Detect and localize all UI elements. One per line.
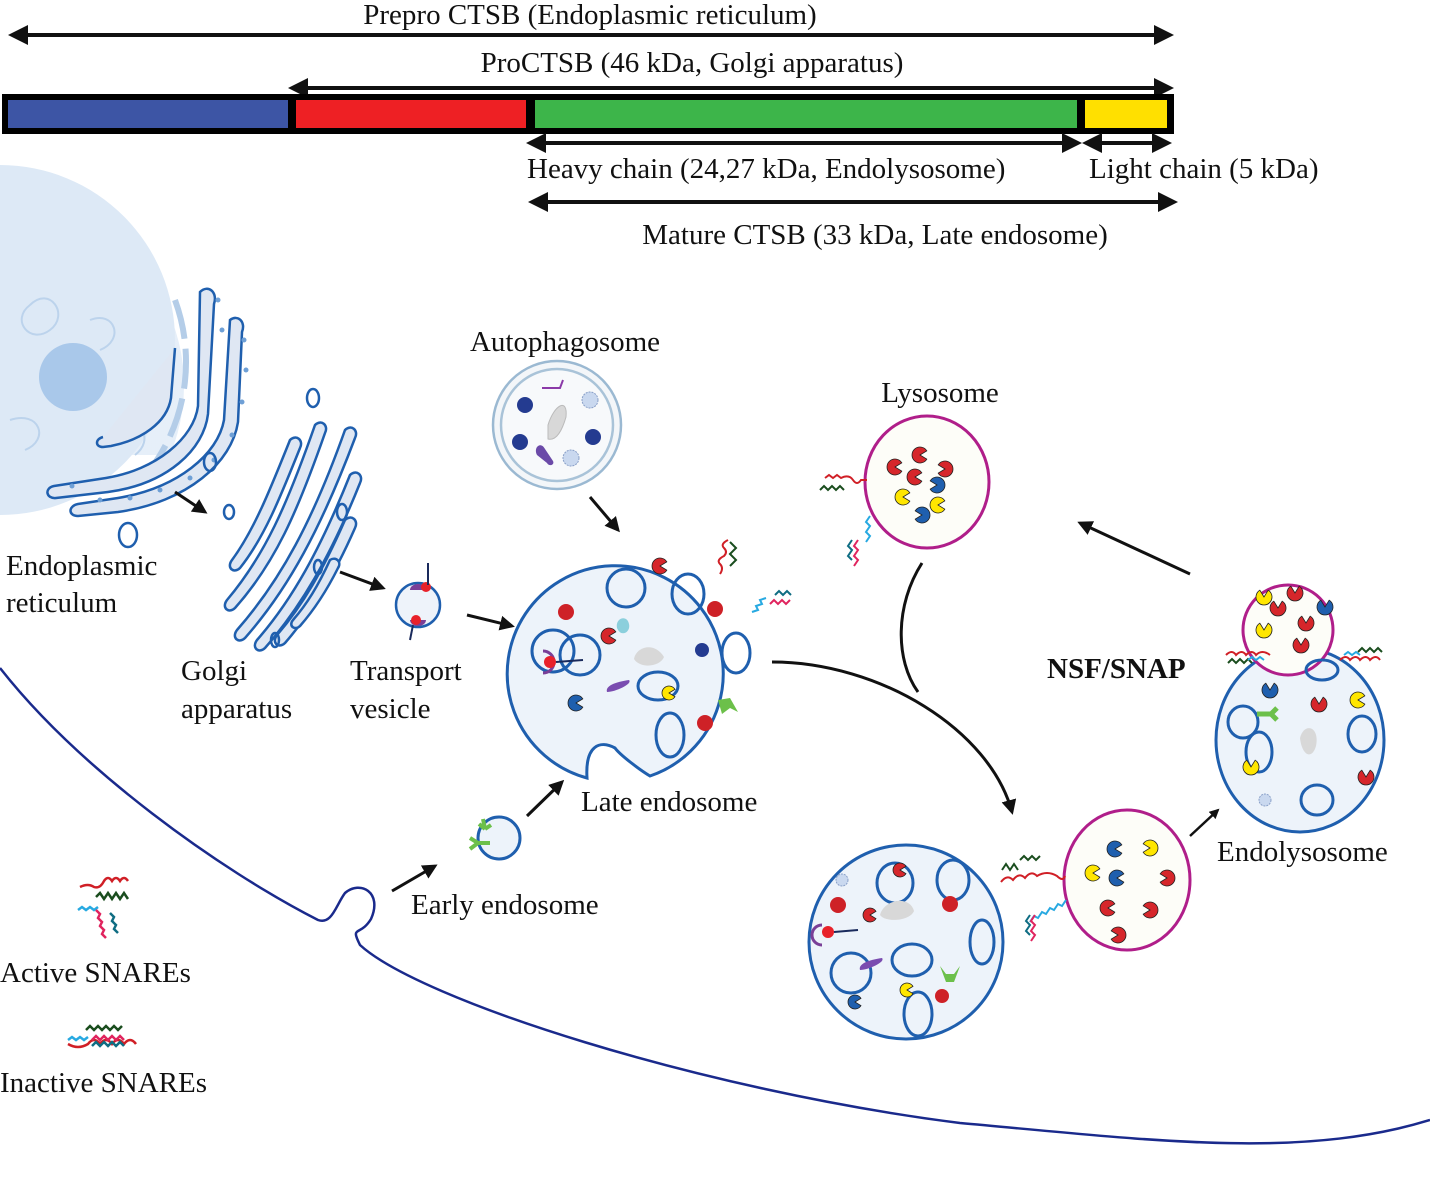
fusion-to-endolysosome-arrow — [1189, 808, 1220, 837]
heavy-label: Heavy chain (24,27 kDa, Endolysosome) — [527, 153, 1005, 185]
enzyme-icon — [1159, 869, 1176, 887]
enzyme-icon — [929, 476, 946, 494]
endoplasmic-reticulum — [46, 287, 245, 518]
golgi-label-line1: Golgi — [181, 655, 247, 687]
enzyme-icon — [914, 506, 931, 524]
er-vesicle — [117, 521, 139, 549]
enzyme-icon — [1108, 869, 1125, 887]
enzyme-icon — [1106, 840, 1123, 858]
golgi-label-line2: apparatus — [181, 693, 292, 725]
early-endosome-label: Early endosome — [411, 889, 599, 921]
plasma-membrane — [0, 667, 1430, 1145]
enzyme-icon — [1357, 769, 1375, 786]
enzyme-icon — [1110, 926, 1127, 944]
enzyme-icon — [911, 446, 928, 464]
enzyme-icon — [899, 982, 914, 998]
enzyme-icon — [937, 460, 954, 478]
vesicle-to-late-endosome-arrow — [466, 613, 515, 631]
nucleolus — [39, 343, 107, 411]
late-endosome-enzymes — [567, 557, 676, 712]
enzyme-icon — [1316, 599, 1334, 616]
enzyme-icon — [894, 488, 911, 506]
autophagosome-label: Autophagosome — [470, 326, 660, 358]
lysosome-enzymes — [886, 446, 954, 524]
enzyme-icon — [1255, 589, 1273, 606]
segment-propeptide — [296, 100, 526, 128]
enzyme-icon — [1242, 759, 1260, 776]
endolysosome-enzymes — [1242, 585, 1375, 786]
domain-structure: Prepro CTSB (Endoplasmic reticulum) ProC… — [2, 0, 1319, 251]
active-snares-legend-icon — [77, 876, 130, 939]
nsf-snares — [1225, 646, 1383, 665]
late-endosome — [505, 564, 752, 780]
late-endosome-snares — [717, 539, 792, 613]
enzyme-icon — [906, 468, 923, 486]
transport-label-line1: Transport — [350, 655, 462, 687]
enzyme-icon — [1349, 691, 1366, 709]
enzyme-icon — [1292, 637, 1310, 654]
membrane-to-early-endosome-arrow — [391, 864, 438, 893]
nsf-snap-label: NSF/SNAP — [1047, 653, 1186, 685]
enzyme-icon — [1142, 901, 1159, 919]
early-endosome — [468, 815, 522, 861]
lysosome — [863, 414, 991, 550]
golgi-to-vesicle-arrow — [339, 570, 386, 591]
fusing-late-endosome — [807, 843, 1005, 1041]
enzyme-icon — [567, 694, 584, 712]
enzyme-icon — [1142, 839, 1159, 857]
segment-signal-peptide — [8, 100, 288, 128]
enzyme-icon — [1310, 696, 1328, 713]
active-snares-label: Active SNAREs — [0, 957, 191, 989]
endolysosome-label: Endolysosome — [1217, 836, 1388, 868]
mature-label: Mature CTSB (33 kDa, Late endosome) — [642, 219, 1108, 251]
er-vesicle — [202, 451, 218, 473]
transport-label-line2: vesicle — [350, 693, 431, 725]
enzyme-icon — [1286, 585, 1304, 602]
er-label-line2: reticulum — [6, 587, 118, 619]
light-label: Light chain (5 kDa) — [1089, 153, 1319, 185]
endolysosome-fused — [1214, 583, 1386, 834]
enzyme-icon — [1269, 600, 1287, 617]
enzyme-icon — [886, 458, 903, 476]
prepro-label: Prepro CTSB (Endoplasmic reticulum) — [363, 0, 816, 31]
segment-light-chain — [1085, 100, 1167, 128]
enzyme-icon — [651, 557, 668, 575]
fusion-snares — [1000, 854, 1067, 942]
enzyme-icon — [600, 627, 617, 645]
enzyme-icon — [1297, 615, 1315, 632]
lysosome-fusion-arc — [899, 562, 924, 693]
fusing-enzymes — [847, 839, 1176, 1010]
segment-heavy-chain — [535, 100, 1077, 128]
transport-vesicle — [394, 563, 442, 641]
inactive-snares-label: Inactive SNAREs — [0, 1067, 207, 1099]
golgi-vesicles — [222, 387, 349, 649]
procsb-label: ProCTSB (46 kDa, Golgi apparatus) — [481, 47, 904, 79]
enzyme-icon — [1261, 682, 1279, 699]
enzyme-icon — [929, 496, 946, 514]
enzyme-icon — [1084, 864, 1101, 882]
er-label-line1: Endoplasmic — [6, 550, 157, 582]
endolysosome-to-lysosome-arrow — [1077, 521, 1191, 576]
early-to-late-endosome-arrow — [525, 779, 565, 818]
fusing-lysosome — [1062, 808, 1192, 952]
enzyme-icon — [847, 994, 862, 1010]
enzyme-icon — [661, 685, 676, 701]
autophagosome-to-late-endosome-arrow — [588, 496, 620, 533]
lysosome-snares — [819, 473, 872, 567]
enzyme-icon — [1099, 899, 1116, 917]
golgi-apparatus — [223, 421, 363, 652]
late-endosome-label: Late endosome — [581, 786, 757, 818]
autophagosome — [491, 359, 623, 491]
er-ribosomes — [69, 297, 249, 503]
enzyme-icon — [892, 862, 907, 878]
er-to-golgi-arrow — [174, 490, 208, 514]
enzyme-icon — [1255, 622, 1273, 639]
inactive-snares-legend-icon — [67, 1024, 137, 1049]
enzyme-icon — [862, 907, 877, 923]
late-endosome-to-fusion-arrow — [771, 660, 1017, 815]
lysosome-label: Lysosome — [881, 377, 999, 409]
